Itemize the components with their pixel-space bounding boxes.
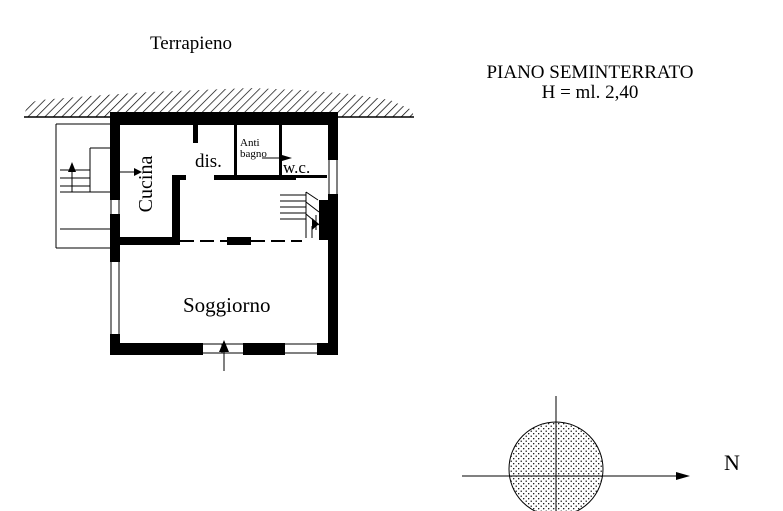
doors xyxy=(120,155,292,176)
stair-arrow xyxy=(68,162,76,192)
room-label-wc: w.c. xyxy=(283,158,311,177)
north-arrow-icon xyxy=(676,472,690,480)
compass xyxy=(462,396,690,511)
entrance-arrow xyxy=(219,340,229,371)
exterior-stair xyxy=(55,123,110,249)
plan-title: PIANO SEMINTERRATO H = ml. 2,40 xyxy=(440,63,740,103)
room-label-antibathroom: Anti bagno xyxy=(240,138,267,160)
antibathroom-line1: Anti xyxy=(240,137,260,149)
room-label-hall: dis. xyxy=(195,151,222,172)
north-label: N xyxy=(724,450,740,475)
plan-title-line1: PIANO SEMINTERRATO xyxy=(486,62,694,83)
antibathroom-line2: bagno xyxy=(240,148,267,160)
room-label-living: Soggiorno xyxy=(183,293,271,317)
plan-title-line2: H = ml. 2,40 xyxy=(541,82,639,103)
interior-stair xyxy=(280,191,320,238)
walls xyxy=(110,112,338,355)
interior-stair-arrow xyxy=(312,218,319,230)
room-label-kitchen: Cucina xyxy=(135,155,157,213)
terrain-label: Terrapieno xyxy=(150,33,233,54)
